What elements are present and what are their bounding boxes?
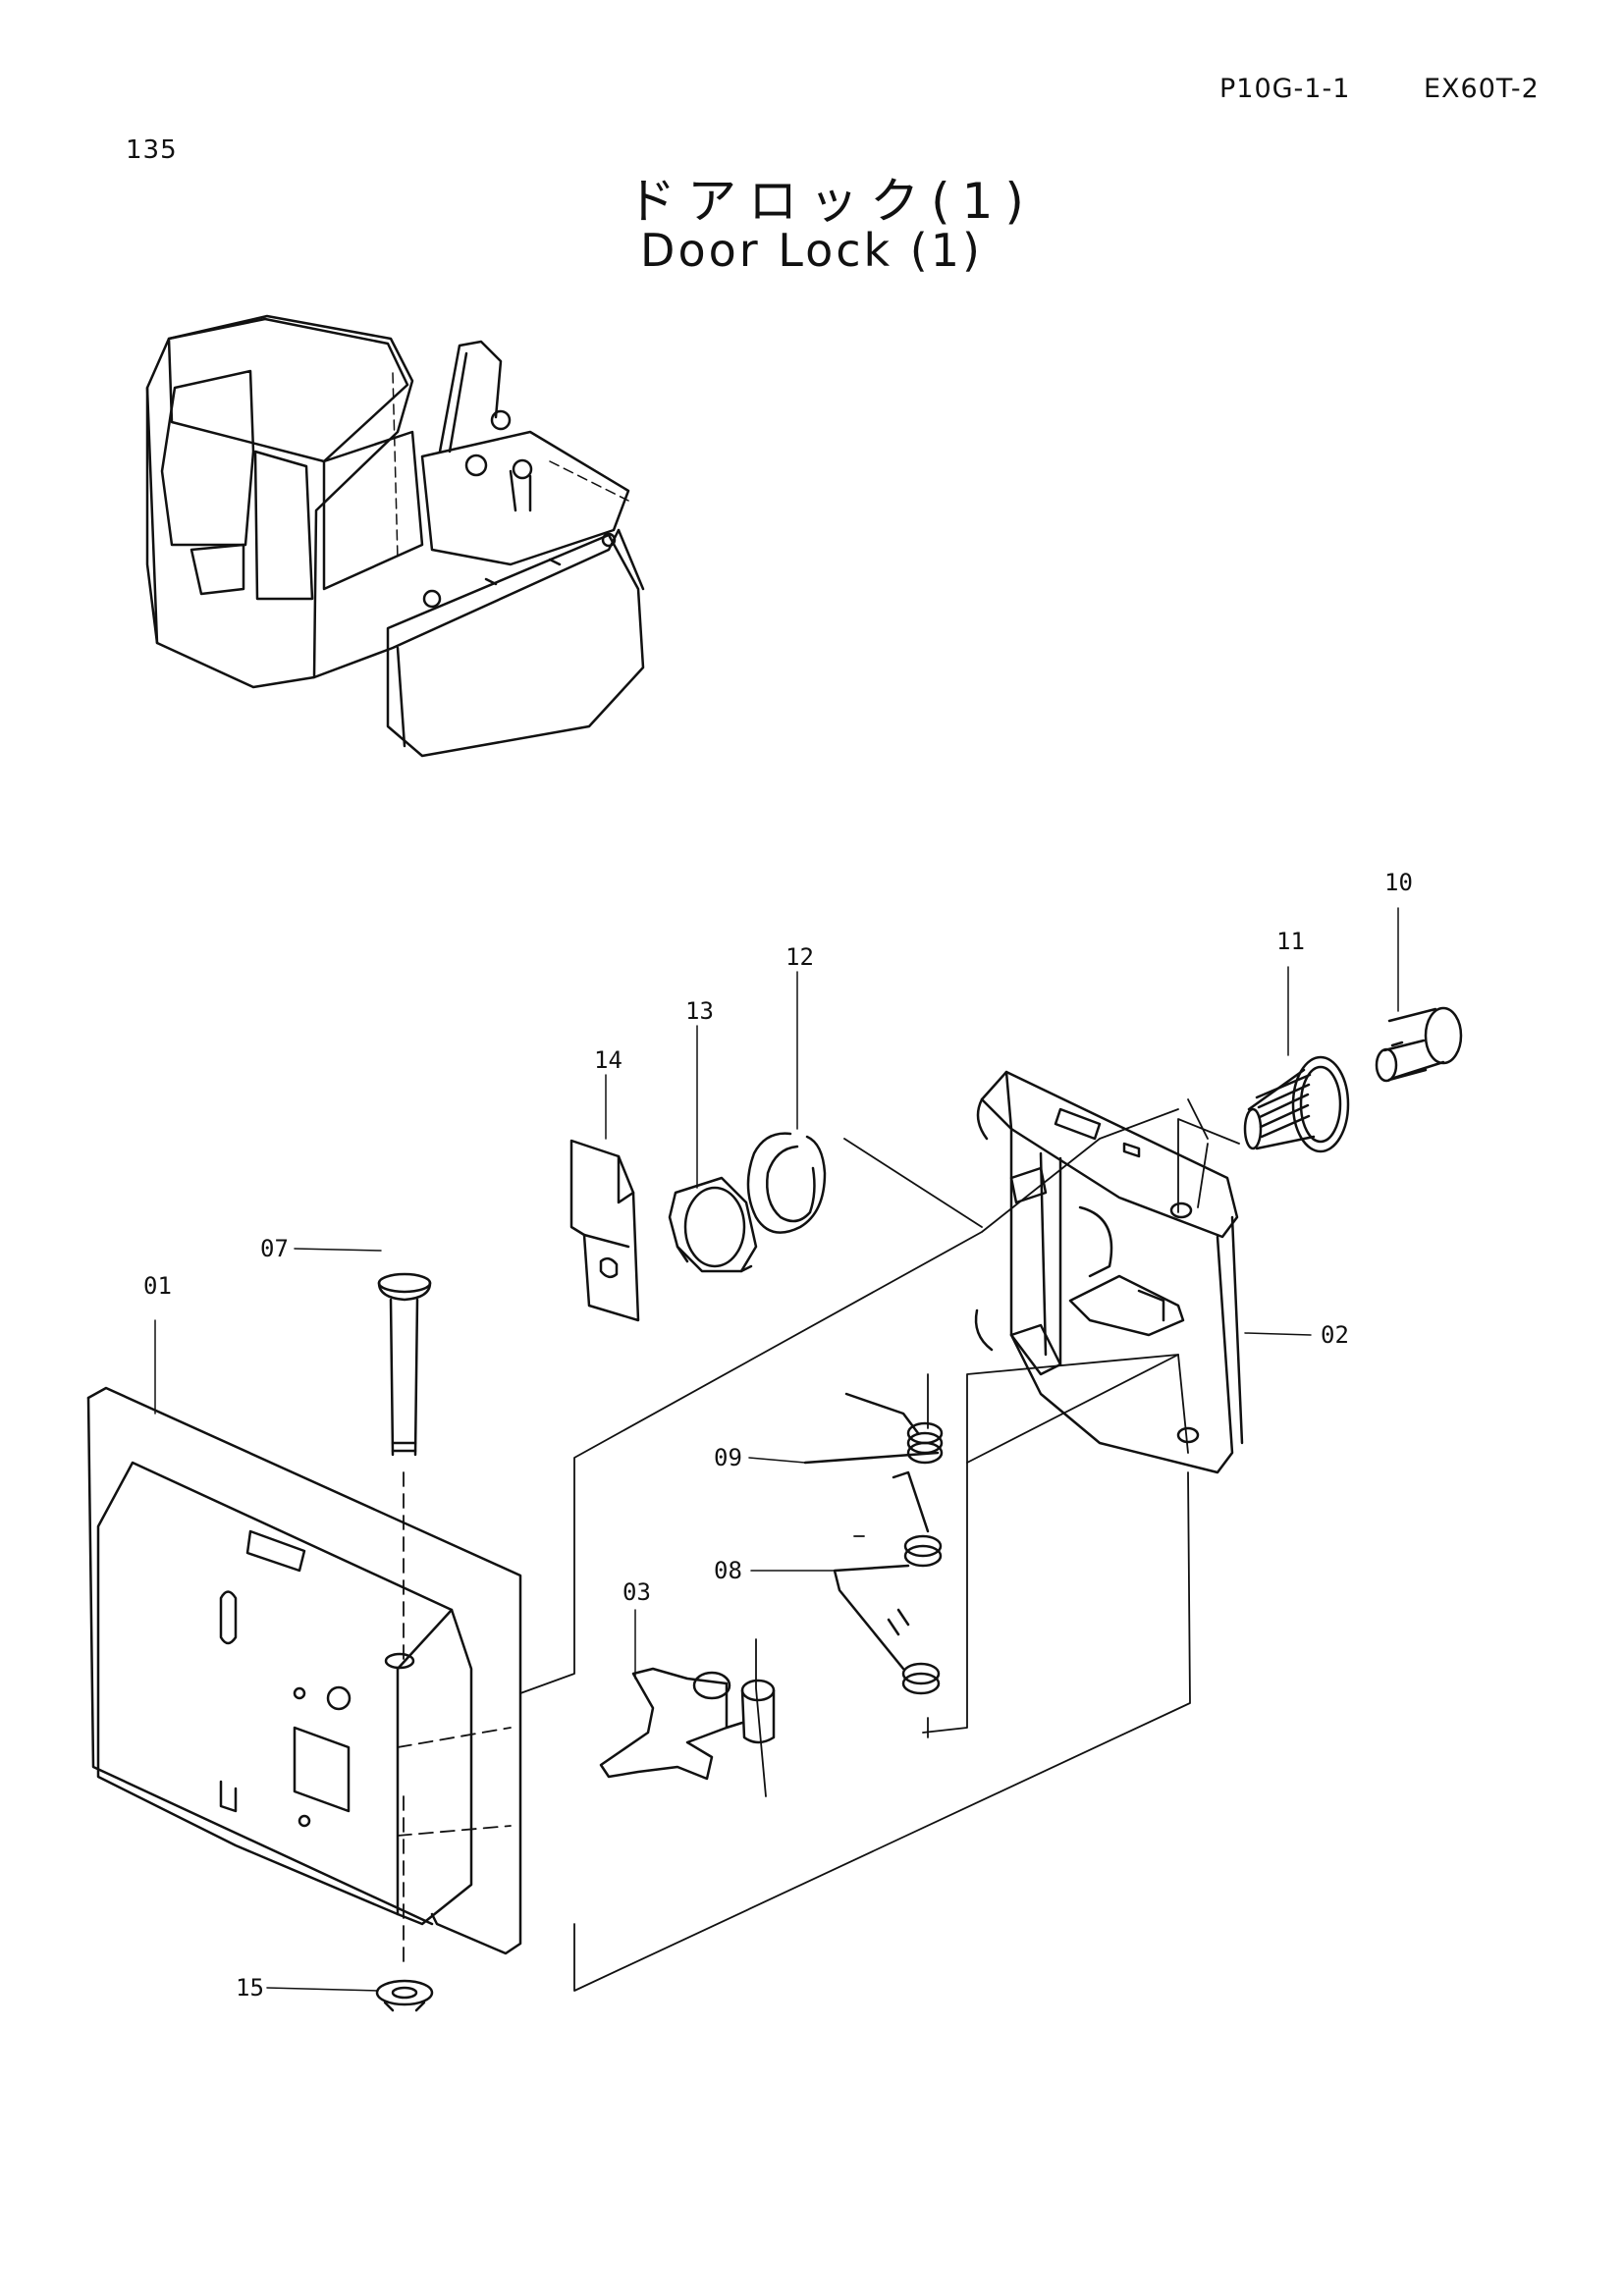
model-code: EX60T-2	[1424, 74, 1540, 104]
part-02-bracket	[974, 1070, 1244, 1474]
part-03-latch	[599, 1667, 776, 1781]
callout-14: 14	[594, 1046, 622, 1074]
part-08-spring	[833, 1470, 943, 1695]
excavator-cab-overview	[145, 314, 645, 758]
callout-09: 09	[714, 1444, 742, 1471]
callout-03: 03	[622, 1578, 651, 1606]
part-12-snap-ring	[746, 1132, 827, 1234]
callout-12: 12	[785, 943, 814, 971]
callout-15: 15	[236, 1974, 264, 2002]
page-title-english: Door Lock (1)	[640, 224, 983, 277]
part-14-lever	[569, 1139, 640, 1322]
part-15-e-ring	[375, 1979, 434, 2012]
page-number: 135	[126, 135, 178, 165]
part-09-spring	[803, 1392, 944, 1465]
callout-07: 07	[260, 1235, 289, 1262]
part-13-nut	[668, 1176, 758, 1273]
callout-labels: 10 11 12 13 14 07 01 02 09 08 03 15	[143, 869, 1413, 2002]
callout-01: 01	[143, 1272, 172, 1300]
part-07-pin	[377, 1272, 432, 1964]
callout-08: 08	[714, 1557, 742, 1584]
assembly-leader-lines	[519, 1098, 1240, 1992]
part-10-key-cylinder	[1375, 1006, 1463, 1083]
callout-13: 13	[685, 997, 714, 1025]
callout-11: 11	[1276, 928, 1305, 955]
part-11-threaded-bushing	[1243, 1055, 1350, 1153]
reference-code: P10G-1-1	[1219, 74, 1351, 104]
part-01-lock-plate-cover	[86, 1386, 522, 1955]
callouts	[154, 907, 1399, 1992]
callout-02: 02	[1321, 1321, 1349, 1349]
page-title-japanese: ドアロック(1)	[626, 173, 1036, 230]
callout-10: 10	[1384, 869, 1413, 896]
